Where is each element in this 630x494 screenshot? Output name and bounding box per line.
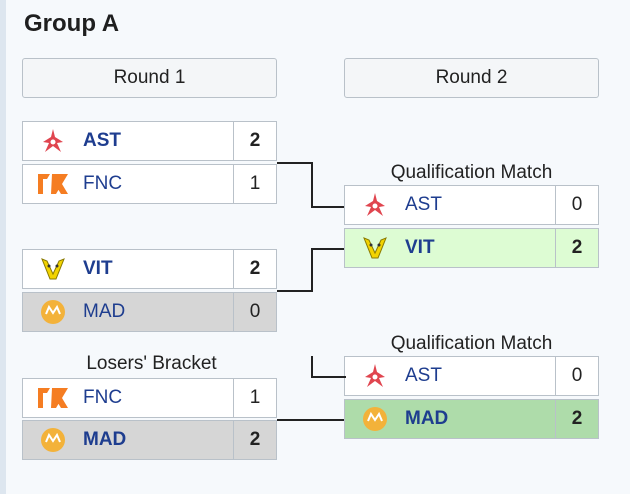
bracket-connector-1 (277, 162, 313, 208)
team-name: FNC (83, 173, 123, 194)
match-r2m2-bottom-row[interactable]: MAD 2 (344, 399, 599, 439)
bracket-connector-4 (277, 419, 344, 421)
team-score: 0 (555, 186, 598, 224)
mad-logo-icon (345, 400, 405, 438)
round-2-header[interactable]: Round 2 (344, 58, 599, 98)
team-name: AST (83, 130, 121, 151)
match-r1m1-top-row[interactable]: AST 2 (22, 121, 277, 161)
team-score: 2 (233, 421, 276, 459)
match-r1m2-top-row[interactable]: VIT 2 (22, 249, 277, 289)
round-1-header[interactable]: Round 1 (22, 58, 277, 98)
match-r1m2-bottom-row[interactable]: MAD 0 (22, 292, 277, 332)
team-score: 2 (555, 400, 598, 438)
team-name: VIT (83, 258, 113, 279)
fnc-logo-icon (23, 379, 83, 417)
match-r2m1-top-row[interactable]: AST 0 (344, 185, 599, 225)
qualification-match-label-2: Qualification Match (390, 333, 553, 354)
group-title: Group A (24, 10, 120, 37)
match-r1m1-bottom-row[interactable]: FNC 1 (22, 164, 277, 204)
ast-logo-icon (345, 357, 405, 395)
bracket-connector-2b (311, 248, 344, 250)
team-name: FNC (83, 387, 123, 408)
mad-logo-icon (23, 293, 83, 331)
match-r1m3-top-row[interactable]: FNC 1 (22, 378, 277, 418)
match-r2m2-top-row[interactable]: AST 0 (344, 356, 599, 396)
qualification-match-label-1: Qualification Match (390, 162, 553, 183)
match-r1m3-bottom-row[interactable]: MAD 2 (22, 420, 277, 460)
team-name: MAD (405, 408, 449, 429)
match-r2m1-bottom-row[interactable]: VIT 2 (344, 228, 599, 268)
vit-logo-icon (345, 229, 405, 267)
mad-logo-icon (23, 421, 83, 459)
team-name: MAD (83, 429, 127, 450)
team-score: 0 (555, 357, 598, 395)
team-score: 1 (233, 379, 276, 417)
vit-logo-icon (23, 250, 83, 288)
team-name: AST (405, 194, 442, 215)
bracket-connector-1b (311, 206, 344, 208)
team-name: MAD (83, 301, 126, 322)
team-score: 0 (233, 293, 276, 331)
team-score: 2 (555, 229, 598, 267)
team-score: 2 (233, 250, 276, 288)
bracket-connector-2 (277, 248, 313, 292)
fnc-logo-icon (23, 165, 83, 203)
team-score: 1 (233, 165, 276, 203)
losers-bracket-label: Losers' Bracket (86, 353, 217, 374)
ast-logo-icon (345, 186, 405, 224)
team-name: VIT (405, 237, 435, 258)
team-name: AST (405, 365, 442, 386)
ast-logo-icon (23, 122, 83, 160)
team-score: 2 (233, 122, 276, 160)
bracket-connector-3 (311, 356, 346, 378)
